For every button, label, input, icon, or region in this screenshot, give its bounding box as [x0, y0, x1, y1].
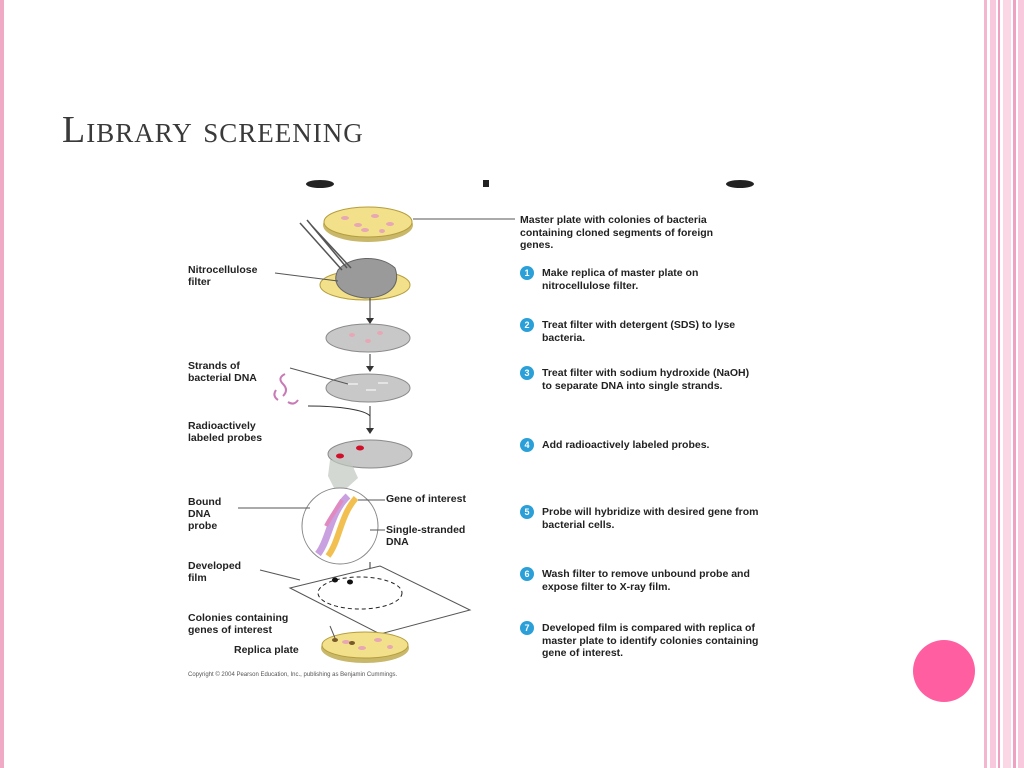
step-6: 6 Wash filter to remove unbound probe an…	[520, 567, 820, 593]
hybridization-detail	[301, 487, 379, 565]
step-number-badge: 4	[520, 438, 534, 452]
label-gene-of-interest: Gene of interest	[386, 493, 466, 505]
decorative-stripes	[984, 0, 1024, 768]
step-4: 4 Add radioactively labeled probes.	[520, 438, 820, 452]
replica-filter-step	[299, 219, 411, 301]
step-number-badge: 3	[520, 366, 534, 380]
left-border	[0, 0, 4, 768]
step-number-badge: 2	[520, 318, 534, 332]
master-plate-caption: Master plate with colonies of bacteria c…	[520, 214, 714, 251]
label-replica-plate: Replica plate	[234, 644, 299, 656]
step-7: 7 Developed film is compared with replic…	[520, 621, 820, 660]
figure-drawing	[238, 180, 754, 663]
slide-title: Library screening	[62, 109, 364, 151]
step-5: 5 Probe will hybridize with desired gene…	[520, 505, 820, 531]
step-2: 2 Treat filter with detergent (SDS) to l…	[520, 318, 820, 344]
decorative-dot	[913, 640, 975, 702]
step-number-badge: 6	[520, 567, 534, 581]
step-number-badge: 5	[520, 505, 534, 519]
step-number-badge: 1	[520, 266, 534, 280]
step-3: 3 Treat filter with sodium hydroxide (Na…	[520, 366, 820, 392]
master-plate	[323, 206, 413, 242]
step-number-badge: 7	[520, 621, 534, 635]
copyright-notice: Copyright © 2004 Pearson Education, Inc.…	[188, 672, 398, 678]
